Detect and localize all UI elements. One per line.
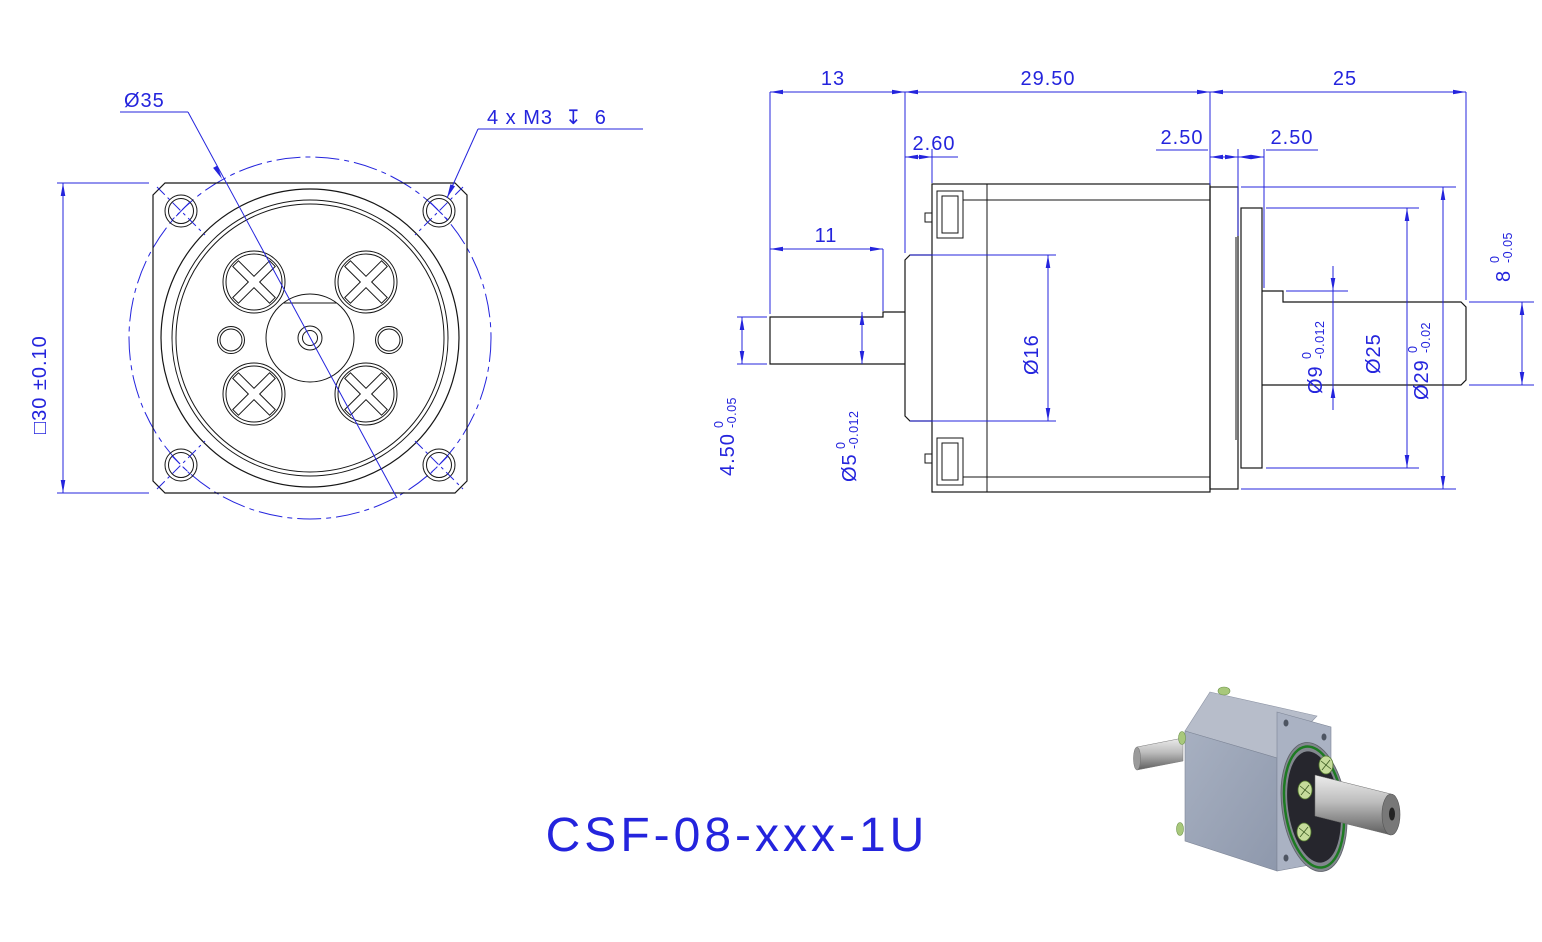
bolt-circle-centerline <box>128 156 492 520</box>
thread-note-prefix: 4 x M3 <box>487 107 553 129</box>
render-3d <box>1133 686 1401 872</box>
dim-25: 25 <box>1333 68 1357 90</box>
thread-note: 4 x M3 ↧ 6 <box>446 105 643 199</box>
dim-square-label: □30 ±0.10 <box>29 335 51 434</box>
render-input-shaft <box>1136 737 1184 771</box>
extension-lines <box>737 92 1534 490</box>
render-disc-screws <box>1296 755 1334 842</box>
input-boss-outline <box>904 254 932 422</box>
center-hub <box>265 293 355 383</box>
housing-outline <box>931 183 1211 493</box>
dim-shaft-flat-length: 11 <box>770 225 883 252</box>
spigot-circle <box>160 188 460 488</box>
bolt-circle-label: Ø35 <box>124 90 165 112</box>
clamp-notches <box>924 190 964 486</box>
dim-input-flat-height: 4.50 0 -0.05 <box>712 317 745 476</box>
recess-circle-outer <box>171 199 449 477</box>
dim-29-50: 29.50 <box>1020 68 1075 90</box>
dim-dia-9: Ø9 <box>1305 365 1327 394</box>
thread-note-depth: 6 <box>595 107 607 129</box>
dim-output-flat-height: 8 0 -0.05 <box>1488 232 1525 385</box>
dim-8: 8 <box>1493 270 1515 282</box>
dim-input-shaft-dia: Ø5 0 -0.012 <box>834 312 865 482</box>
pin-holes <box>217 326 403 354</box>
svg-text:-0.012: -0.012 <box>847 411 861 449</box>
dim-2-50-hub: 2.50 <box>1271 127 1314 149</box>
svg-text:0: 0 <box>712 421 726 428</box>
dim-output-shaft-dia: Ø9 0 -0.012 <box>1300 266 1336 410</box>
dim-top-lengths: 13 29.50 25 <box>770 68 1466 95</box>
corner-holes <box>164 194 456 482</box>
svg-text:0: 0 <box>1300 352 1314 359</box>
dim-plate-hub-widths: 2.50 2.50 <box>1156 127 1318 160</box>
svg-text:4 x M3↧6: 4 x M3 ↧ 6 <box>487 105 607 129</box>
dim-dia-5: Ø5 <box>839 453 861 482</box>
hub-outline <box>1240 207 1263 469</box>
svg-text:-0.05: -0.05 <box>1501 232 1515 263</box>
dim-dia-16: Ø16 <box>1021 334 1043 375</box>
dim-bolt-circle-35: Ø35 <box>120 90 398 499</box>
part-number: CSF-08-xxx-1U <box>546 809 929 862</box>
flange-square-outline <box>152 182 468 494</box>
svg-text:-0.05: -0.05 <box>725 397 739 428</box>
input-shaft-outline <box>769 311 905 365</box>
svg-text:0: 0 <box>1406 346 1420 353</box>
render-shaft-center-hole <box>1389 807 1395 821</box>
output-shaft-outline <box>1262 290 1467 386</box>
dim-2-50-plate: 2.50 <box>1161 127 1204 149</box>
render-input-shaft-end <box>1133 746 1141 771</box>
dim-dia-29: Ø29 <box>1411 359 1433 400</box>
dim-11: 11 <box>815 225 838 247</box>
dim-dia-25: Ø25 <box>1363 333 1385 374</box>
dim-hub-dia: Ø25 <box>1363 208 1410 468</box>
svg-text:0: 0 <box>1488 256 1502 263</box>
svg-text:-0.02: -0.02 <box>1419 322 1433 353</box>
assembly-screws <box>222 250 398 426</box>
dim-boss-width: 2.60 <box>905 133 958 160</box>
dim-square-30: □30 ±0.10 <box>29 182 149 494</box>
dim-13: 13 <box>821 68 845 90</box>
depth-symbol-icon: ↧ <box>565 105 583 129</box>
side-view: 13 29.50 25 2.60 2.50 2.50 <box>712 68 1534 493</box>
corner-hole-centerlines <box>156 186 464 490</box>
spigot-plate-outline <box>1209 186 1239 490</box>
dim-2-60: 2.60 <box>913 133 956 155</box>
dim-spigot-dia: Ø29 0 -0.02 <box>1406 187 1446 489</box>
dim-4-50: 4.50 <box>717 433 739 476</box>
front-view: □30 ±0.10 Ø35 4 x M3 ↧ 6 <box>29 90 643 520</box>
dim-boss-dia: Ø16 <box>1021 255 1051 421</box>
recess-circle-inner <box>175 203 445 473</box>
render-corner-nubs <box>1176 686 1231 836</box>
svg-text:-0.012: -0.012 <box>1313 321 1327 359</box>
svg-text:0: 0 <box>834 442 848 449</box>
